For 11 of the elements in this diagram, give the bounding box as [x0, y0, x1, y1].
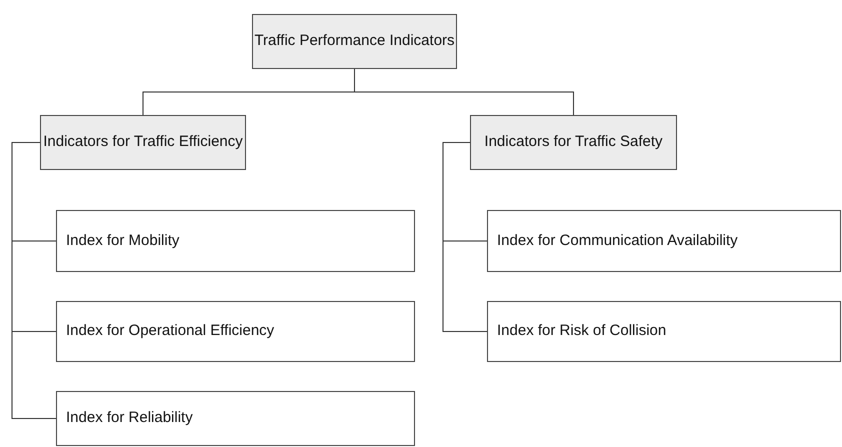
category-box: Traffic Performance Indicators: [252, 14, 457, 69]
index-box: Index for Mobility: [56, 210, 415, 272]
connector-line: [12, 142, 56, 419]
index-box: Index for Risk of Collision: [487, 301, 841, 362]
index-box: Index for Operational Efficiency: [56, 301, 415, 362]
connector-line: [442, 142, 488, 332]
index-box: Index for Communication Availability: [487, 210, 841, 272]
category-box: Indicators for Traffic Efficiency: [40, 115, 246, 170]
category-box: Indicators for Traffic Safety: [470, 115, 677, 170]
index-box: Index for Reliability: [56, 391, 415, 446]
connector-line: [354, 68, 574, 116]
